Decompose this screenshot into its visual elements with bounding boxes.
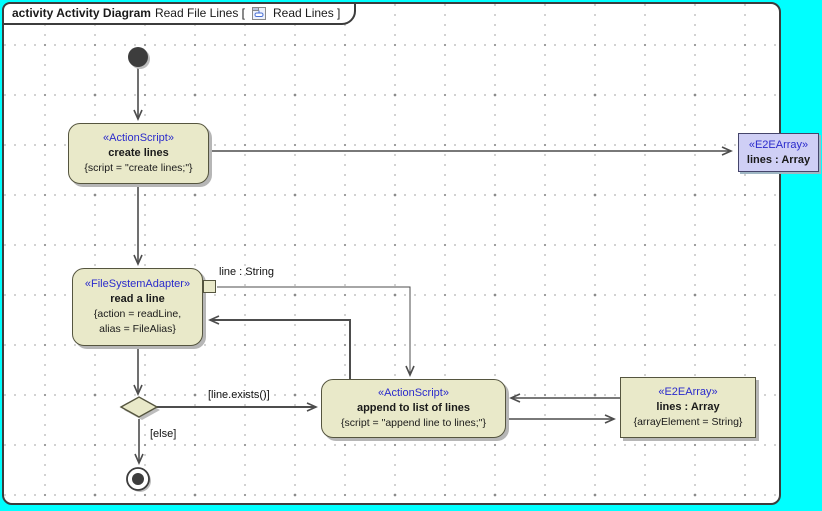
action-properties: {script = "create lines;"} bbox=[84, 162, 193, 174]
object-lines-array-top[interactable]: «E2EArray» lines : Array bbox=[738, 133, 819, 172]
diagram-name-label: Read File Lines [ bbox=[154, 6, 245, 20]
action-properties: {script = "append line to lines;"} bbox=[341, 417, 486, 429]
stereotype-label: «E2EArray» bbox=[658, 386, 718, 398]
edge-append-loop-back-to-read-a-line[interactable] bbox=[208, 315, 351, 379]
pin-type-label: line : String bbox=[219, 266, 275, 278]
action-append-to-list-of-lines[interactable]: «ActionScript» append to list of lines {… bbox=[321, 379, 506, 438]
guard-label-line-exists: [line.exists()] bbox=[208, 389, 270, 401]
frame-title-tab: activity Activity Diagram Read File Line… bbox=[2, 2, 357, 25]
action-create-lines[interactable]: «ActionScript» create lines {script = "c… bbox=[68, 123, 209, 184]
stereotype-label: «ActionScript» bbox=[103, 132, 174, 144]
object-properties: {arrayElement = String} bbox=[633, 416, 743, 428]
stereotype-label: «E2EArray» bbox=[748, 138, 809, 151]
guard-label-else: [else] bbox=[150, 428, 177, 440]
initial-node[interactable] bbox=[128, 47, 148, 67]
diagram-kind-label: activity Activity Diagram bbox=[12, 6, 151, 20]
activity-diagram-icon bbox=[251, 6, 267, 21]
action-properties-line2: alias = FileAlias} bbox=[99, 323, 176, 335]
diagram-view-label: Read Lines ] bbox=[273, 6, 341, 20]
object-lines-array-bottom[interactable]: «E2EArray» lines : Array {arrayElement =… bbox=[620, 377, 756, 438]
object-name: lines : Array bbox=[656, 401, 720, 413]
decision-node[interactable] bbox=[119, 396, 159, 418]
final-node-core bbox=[132, 473, 144, 485]
action-name: read a line bbox=[110, 293, 165, 305]
diagram-frame bbox=[2, 2, 781, 505]
action-properties-line1: {action = readLine, bbox=[93, 308, 182, 320]
stereotype-label: «ActionScript» bbox=[378, 387, 449, 399]
object-name: lines : Array bbox=[746, 153, 811, 166]
output-pin-line[interactable] bbox=[203, 280, 216, 293]
action-read-a-line[interactable]: «FileSystemAdapter» read a line {action … bbox=[72, 268, 203, 346]
action-name: create lines bbox=[108, 147, 169, 159]
action-name: append to list of lines bbox=[356, 402, 471, 414]
edge-line-pin-to-append[interactable] bbox=[217, 286, 415, 377]
stereotype-label: «FileSystemAdapter» bbox=[84, 278, 191, 290]
